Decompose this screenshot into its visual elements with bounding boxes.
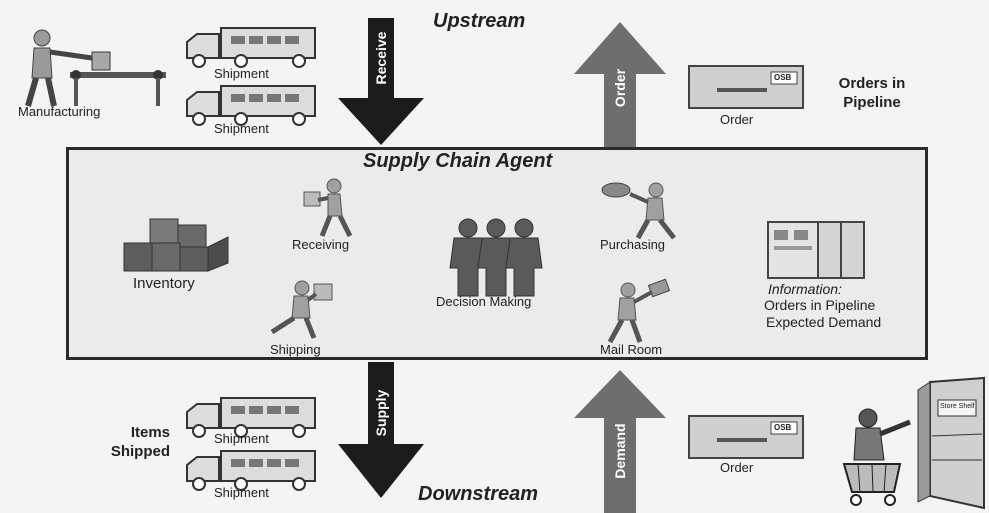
- order-upstream-arrow-label: Order: [612, 68, 628, 108]
- decision-making-label: Decision Making: [436, 294, 532, 309]
- order-label: Order: [720, 112, 754, 127]
- order-label: Order: [720, 460, 754, 475]
- receiving-label: Receiving: [292, 237, 350, 252]
- truck-icon: [186, 397, 316, 438]
- shipment-label: Shipment: [214, 485, 269, 500]
- inventory-label: Inventory: [133, 275, 195, 292]
- shipment-label: Shipment: [214, 121, 269, 136]
- information-line-2: Expected Demand: [766, 314, 882, 330]
- receiving-person-icon: [303, 178, 353, 238]
- envelope-icon: [688, 65, 804, 109]
- shipping-label: Shipping: [270, 342, 321, 357]
- supply-arrow: [338, 362, 424, 498]
- shipping-person-icon: [270, 280, 333, 339]
- demand-arrow: [574, 370, 666, 513]
- shopper-with-cart-icon: [842, 376, 985, 510]
- truck-icon: [186, 85, 316, 126]
- information-line-1: Orders in Pipeline: [764, 297, 876, 313]
- truck-icon: [186, 450, 316, 491]
- purchasing-person-icon: [601, 182, 676, 240]
- shipment-label: Shipment: [214, 66, 269, 81]
- order-upstream-arrow: [574, 22, 666, 150]
- mail-room-person-icon: [607, 278, 671, 344]
- envelope-icon: [688, 415, 804, 459]
- upstream-heading: Upstream: [433, 10, 526, 32]
- envelope-stamp: OSB: [774, 423, 792, 432]
- receive-arrow: [338, 18, 424, 145]
- filing-cabinet-icon: [767, 221, 865, 279]
- orders-in-pipeline-label: Orders in Pipeline: [838, 75, 906, 111]
- decision-making-group-icon: [449, 218, 543, 297]
- demand-arrow-label: Demand: [612, 423, 628, 479]
- items-shipped-label: Items Shipped: [110, 424, 170, 460]
- information-title: Information:: [768, 281, 842, 297]
- store-sign: Store Shelf: [940, 403, 975, 410]
- downstream-heading: Downstream: [418, 483, 539, 505]
- supply-arrow-label: Supply: [373, 389, 389, 437]
- agent-title: Supply Chain Agent: [363, 150, 553, 172]
- manufacturing-worker-icon: [25, 29, 166, 107]
- purchasing-label: Purchasing: [600, 237, 666, 252]
- envelope-stamp: OSB: [774, 73, 792, 82]
- truck-icon: [186, 27, 316, 68]
- manufacturing-label: Manufacturing: [18, 104, 101, 119]
- shipment-label: Shipment: [214, 431, 269, 446]
- mail-room-label: Mail Room: [600, 342, 663, 357]
- receive-arrow-label: Receive: [373, 31, 389, 85]
- inventory-boxes-icon: [123, 218, 229, 272]
